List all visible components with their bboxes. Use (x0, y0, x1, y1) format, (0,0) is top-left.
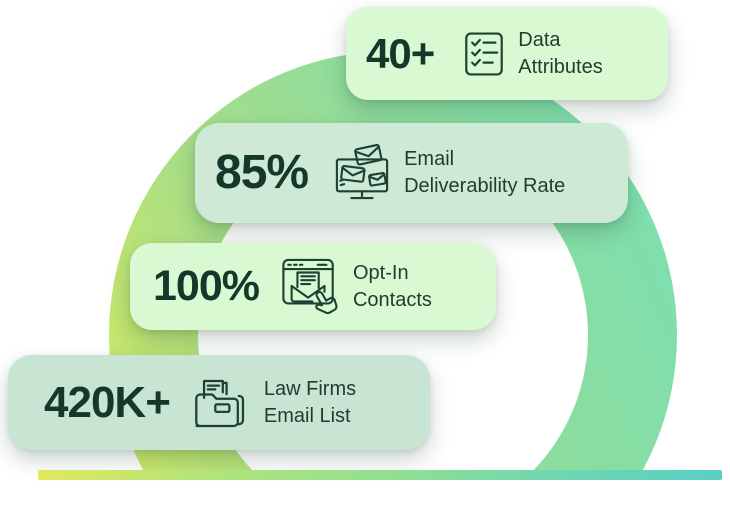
stat-label: Email Deliverability Rate (404, 148, 566, 197)
monitor-emails-icon (335, 144, 389, 200)
stat-card-deliverability: 85% Email Deliverability Rate (195, 123, 628, 223)
stat-value: 85% (215, 146, 309, 199)
checklist-icon (465, 31, 504, 76)
bottom-bar (38, 470, 722, 480)
folder-files-icon (195, 379, 244, 428)
stat-card-data-attributes: 40+ Data Attributes (346, 7, 668, 100)
stat-label: Opt-In Contacts (352, 261, 432, 311)
stat-card-law-firms: 420K+ Law Firms Email List (8, 355, 430, 450)
stat-value: 100% (153, 262, 260, 310)
stat-value: 40+ (366, 29, 435, 77)
optin-click-icon (282, 258, 338, 314)
stat-value: 420K+ (44, 377, 171, 427)
stat-label: Law Firms Email List (263, 377, 357, 427)
stat-label: Data Attributes (518, 28, 603, 78)
stat-card-opt-in: 100% Opt-In Contacts (130, 243, 496, 330)
